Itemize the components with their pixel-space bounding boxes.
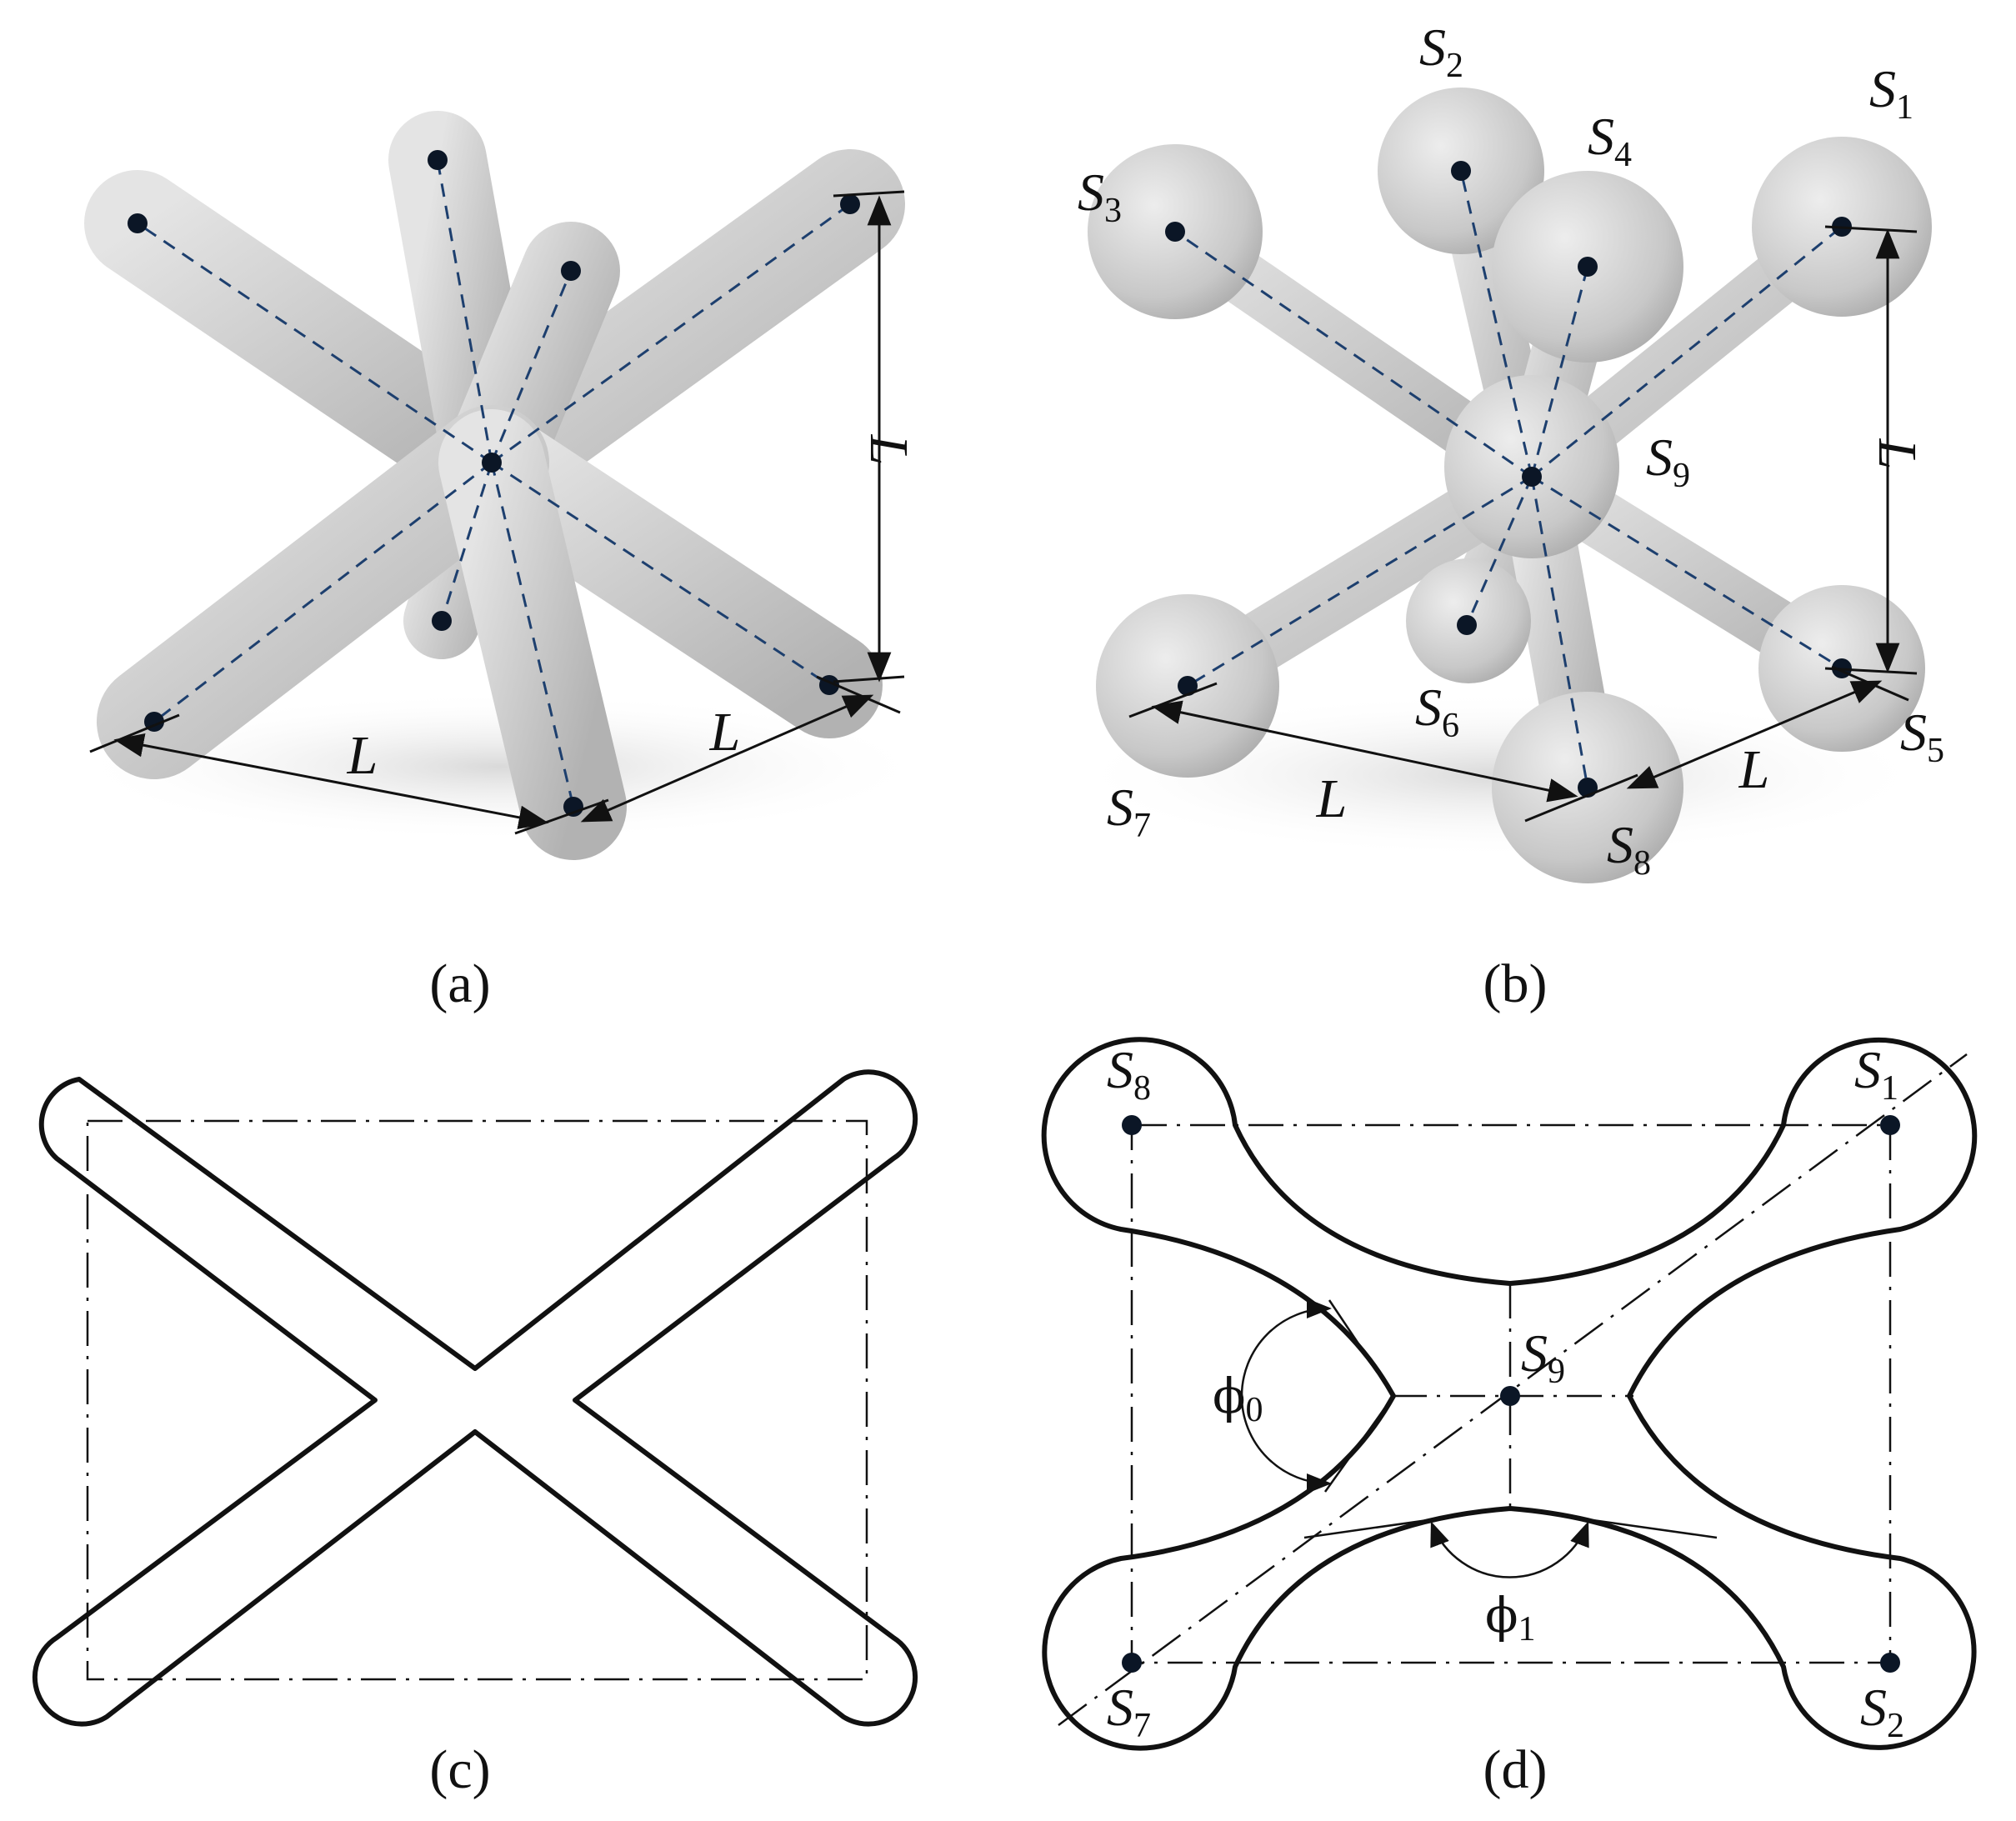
angle-label-phi0: ϕ0: [1213, 1368, 1263, 1429]
panel-a: L L L (a): [67, 111, 933, 1014]
axis-b-3: [1530, 266, 1589, 478]
node-label-s8: S8: [1107, 1040, 1151, 1108]
node-label-s6: S6: [1415, 678, 1459, 745]
panel-b-caption: (b): [1483, 953, 1548, 1014]
node-marker: [1522, 467, 1542, 487]
angle-arc-phi0: [1240, 1298, 1332, 1493]
node-label-s7: S7: [1107, 778, 1151, 845]
axis-b-8: [1530, 476, 1589, 788]
node-marker: [840, 194, 860, 214]
axis-a-2: [436, 159, 493, 463]
tangent-line: [1328, 1299, 1395, 1397]
axis-b-5: [1465, 476, 1533, 626]
node-marker: [1880, 1653, 1900, 1673]
node-marker: [1578, 257, 1598, 277]
node-label-s4: S4: [1588, 107, 1632, 174]
node-marker: [1880, 1115, 1900, 1135]
node-marker: [1500, 1386, 1520, 1406]
panel-d-diagonal: [1058, 1053, 1968, 1727]
panel-a-nodes: [128, 150, 860, 817]
dimension-label-front: L: [347, 725, 378, 786]
panel-d-caption: (d): [1483, 1739, 1548, 1800]
axis-a-1: [137, 222, 493, 464]
panel-d: S8 S1 S9 S7 S2 ϕ0 ϕ1 (d): [1041, 1037, 1978, 1800]
panel-c: (c): [32, 1069, 918, 1800]
panel-a-caption: (a): [429, 953, 490, 1014]
dimension-arrow-side: [1626, 680, 1883, 789]
node-marker: [1122, 1653, 1142, 1673]
panel-c-cross-outline: [32, 1069, 918, 1727]
panel-c-bounding-box: [86, 1119, 868, 1681]
node-label-s8: S8: [1607, 815, 1651, 883]
node-marker: [432, 611, 452, 631]
panel-b: S1 S2 S3 S4 S5 S6 S7 S8 S9 L L L (b): [1067, 18, 1944, 1014]
axis-b-2: [1459, 170, 1533, 478]
dimension-tick: [1824, 225, 1918, 233]
node-label-s7: S7: [1107, 1678, 1151, 1745]
node-marker: [1457, 615, 1477, 635]
panel-d-bounding-box: [1130, 1123, 1892, 1664]
tangent-line: [1509, 1507, 1718, 1539]
panel-c-caption: (c): [429, 1739, 490, 1800]
node-marker: [128, 213, 148, 233]
dimension-label-vertical: L: [1867, 438, 1928, 470]
node-marker: [1165, 222, 1185, 242]
node-marker: [561, 261, 581, 281]
tangent-line: [1323, 1395, 1395, 1493]
node-label-s9: S9: [1521, 1323, 1565, 1391]
node-marker: [1122, 1115, 1142, 1135]
axis-a-4: [491, 203, 851, 464]
dimension-tick: [816, 675, 901, 714]
angle-label-phi1: ϕ1: [1485, 1587, 1536, 1648]
dimension-tick: [1524, 773, 1638, 823]
dimension-arrow-side: [580, 694, 874, 823]
axis-b-6: [1531, 475, 1843, 670]
node-marker: [428, 150, 448, 170]
node-label-s2: S2: [1860, 1678, 1904, 1745]
dimension-label-side: L: [709, 702, 741, 763]
panel-b-axes: [1174, 170, 1843, 788]
node-label-s1: S1: [1854, 1040, 1898, 1108]
dimension-arrow-front: [1151, 700, 1578, 803]
node-label-s5: S5: [1900, 703, 1944, 770]
axis-a-3: [490, 270, 573, 463]
dimension-label-front: L: [1316, 768, 1348, 829]
node-marker: [1451, 161, 1471, 181]
panel-d-bone-outline: [1041, 1037, 1978, 1751]
panel-a-dimensions: L L L: [89, 190, 919, 835]
node-label-s1: S1: [1869, 59, 1913, 127]
dimension-label-side: L: [1738, 739, 1770, 800]
node-marker: [482, 453, 502, 473]
dimension-tick: [833, 190, 905, 198]
angle-arc-phi1: [1430, 1521, 1589, 1578]
axis-a-7: [153, 461, 493, 723]
node-label-s9: S9: [1646, 428, 1690, 495]
panel-d-node-labels: S8 S1 S9 S7 S2: [1107, 1040, 1904, 1745]
dimension-tick: [1128, 682, 1218, 718]
node-label-s3: S3: [1078, 163, 1122, 230]
panel-a-axes: [137, 159, 851, 808]
node-marker: [1178, 676, 1198, 696]
axis-a-5: [440, 462, 493, 622]
axis-a-8: [490, 462, 575, 808]
dimension-arrow-front: [113, 733, 549, 830]
dimension-label-vertical: L: [858, 434, 919, 466]
panel-b-node-labels: S1 S2 S3 S4 S5 S6 S7 S8 S9: [1078, 18, 1944, 883]
panel-d-nodes: [1122, 1115, 1900, 1673]
node-label-s2: S2: [1419, 18, 1463, 85]
tangent-line: [1303, 1507, 1511, 1539]
panel-b-dimensions: L L L: [1128, 225, 1928, 829]
axis-b-1: [1174, 230, 1533, 478]
